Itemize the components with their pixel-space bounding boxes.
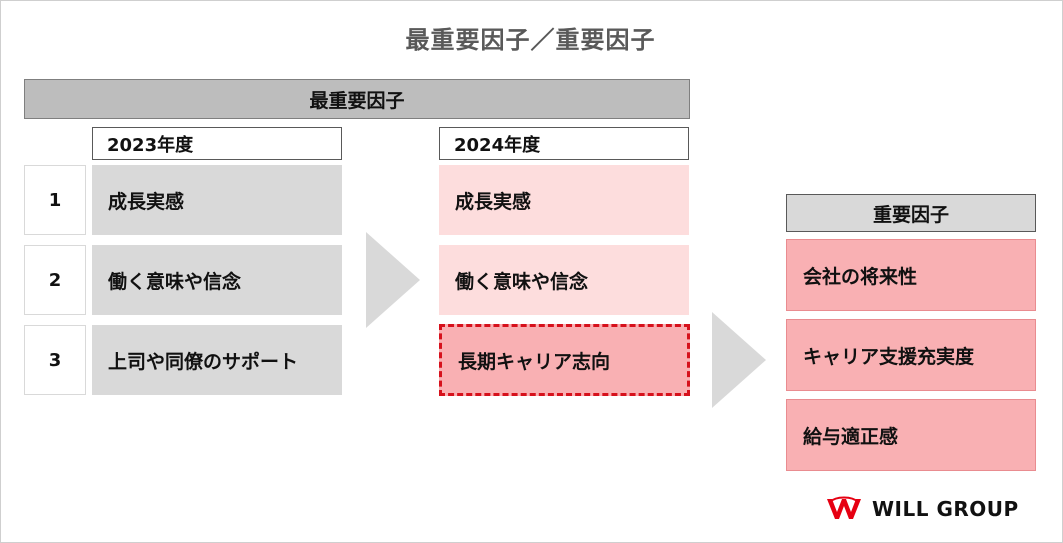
transition-arrow-2 xyxy=(712,312,766,408)
will-group-mark-icon xyxy=(827,496,861,519)
year-2023-label: 2023年度 xyxy=(92,127,342,160)
will-group-logo: WILL GROUP xyxy=(826,494,1019,524)
factor-2023-3: 上司や同僚のサポート xyxy=(92,325,342,395)
rank-2: 2 xyxy=(24,245,86,315)
factor-2023-2: 働く意味や信念 xyxy=(92,245,342,315)
most-important-header: 最重要因子 xyxy=(24,79,690,119)
important-factor-2: キャリア支援充実度 xyxy=(786,319,1036,391)
factor-2024-1: 成長実感 xyxy=(439,165,689,235)
important-factors-header: 重要因子 xyxy=(786,194,1036,232)
factor-2024-3-highlighted: 長期キャリア志向 xyxy=(439,324,690,396)
rank-1: 1 xyxy=(24,165,86,235)
important-factor-3: 給与適正感 xyxy=(786,399,1036,471)
factor-2024-2: 働く意味や信念 xyxy=(439,245,689,315)
logo-text: WILL GROUP xyxy=(872,497,1019,521)
year-2024-label: 2024年度 xyxy=(439,127,689,160)
transition-arrow-1 xyxy=(366,232,420,328)
page-title: 最重要因子／重要因子 xyxy=(405,26,656,54)
rank-3: 3 xyxy=(24,325,86,395)
important-factor-1: 会社の将来性 xyxy=(786,239,1036,311)
factor-2023-1: 成長実感 xyxy=(92,165,342,235)
